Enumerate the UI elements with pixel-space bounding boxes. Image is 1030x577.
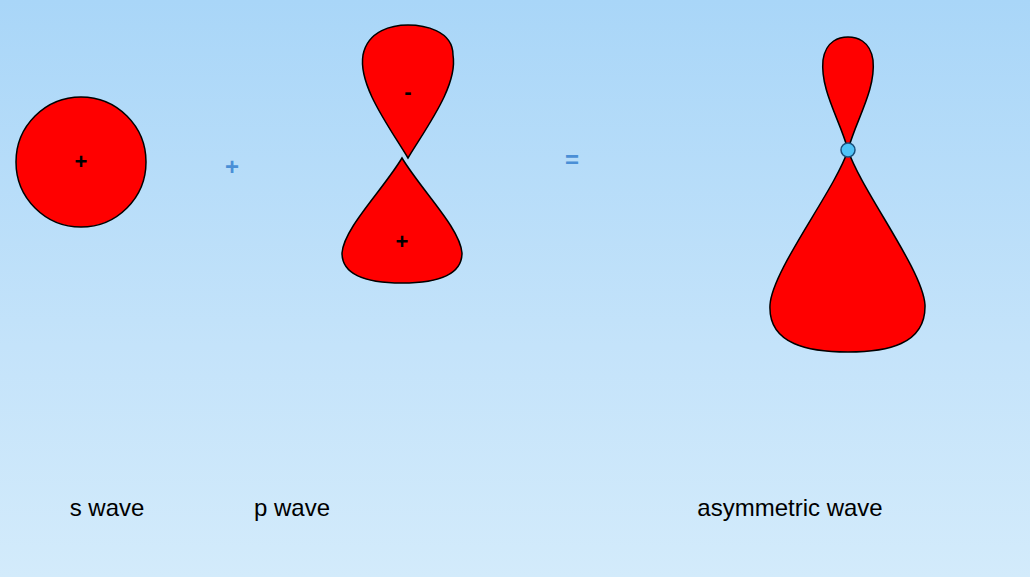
phase-sign: - <box>404 81 411 103</box>
p-orbital-lobe: + <box>342 158 462 283</box>
p-orbital-lobe: - <box>358 25 458 158</box>
phase-sign: + <box>396 231 409 253</box>
operator-sign: = <box>565 148 579 172</box>
operator-sign: + <box>225 155 239 179</box>
orbital-outline <box>342 158 462 283</box>
small-lobe <box>823 37 874 150</box>
wave-caption: asymmetric wave <box>697 496 882 520</box>
wave-caption: s wave <box>70 496 145 520</box>
s-orbital-circle: + <box>15 96 147 228</box>
phase-sign: + <box>75 151 88 173</box>
nucleus-dot <box>841 143 855 157</box>
wave-caption: p wave <box>254 496 330 520</box>
large-lobe <box>770 150 925 352</box>
